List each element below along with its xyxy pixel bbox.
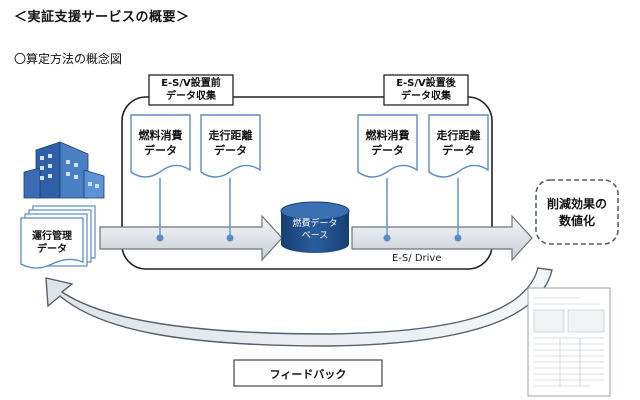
phase-before-line2: データ収集 [166, 91, 216, 102]
distance-before-line2: データ [214, 144, 247, 157]
fuel-after-line2: データ [371, 144, 404, 157]
page-title: ＜実証支援サービスの概要＞ [14, 10, 190, 25]
drive-label: E-S/ Drive [392, 253, 442, 264]
operations-data-stack [20, 205, 96, 269]
distance-data-before-label: 走行距離 データ [201, 128, 260, 158]
fuel-after-line1: 燃料消費 [365, 129, 410, 142]
connector-dot [156, 234, 164, 242]
distance-after-line1: 走行距離 [436, 129, 481, 142]
reduction-line1: 削減効果の [546, 197, 607, 211]
distance-data-after-label: 走行距離 データ [429, 128, 488, 158]
distance-after-line2: データ [442, 144, 475, 157]
office-building-icon [23, 141, 105, 199]
distance-before-line1: 走行距離 [208, 129, 253, 142]
feedback-box [233, 359, 383, 387]
fuel-before-line2: データ [144, 144, 177, 157]
phase-after-box [383, 74, 469, 106]
operations-data-label: 運行管理 データ [21, 230, 83, 256]
feedback-arrow [45, 267, 553, 347]
connector-dot [226, 234, 234, 242]
fuel-data-before-label: 燃料消費 データ [131, 128, 190, 158]
database-line1: 燃費データ [292, 219, 338, 229]
document-distance-after [428, 114, 489, 178]
phase-before-box [148, 74, 234, 106]
phase-after-label: E-S/V設置後 データ収集 [384, 77, 468, 103]
report-document-thumbnail [527, 287, 611, 397]
phase-before-line1: E-S/V設置前 [161, 78, 221, 89]
document-fuel-before [130, 114, 191, 178]
operations-line2: データ [37, 244, 67, 255]
fuel-data-after-label: 燃料消費 データ [358, 128, 417, 158]
fuel-before-line1: 燃料消費 [138, 129, 183, 142]
reduction-line2: 数値化 [558, 214, 595, 228]
feedback-label: フィードバック [269, 368, 347, 381]
database-label: 燃費データ ベース [283, 218, 347, 242]
phase-before-label: E-S/V設置前 データ収集 [149, 77, 233, 103]
reduction-box [535, 179, 619, 245]
diagram-subtitle: 〇算定方法の概念図 [14, 52, 123, 66]
reduction-label: 削減効果の 数値化 [536, 196, 618, 230]
flow-arrow-right [351, 214, 533, 262]
connector-dot [383, 234, 391, 242]
phase-after-line2: データ収集 [401, 91, 451, 102]
database-line2: ベース [301, 231, 329, 241]
connector-dot [454, 234, 462, 242]
phase-after-line1: E-S/V設置後 [396, 78, 456, 89]
fuel-database-cylinder [280, 201, 350, 253]
flow-arrow-left [99, 214, 283, 262]
document-fuel-after [357, 114, 418, 178]
document-distance-before [200, 114, 261, 178]
operations-line1: 運行管理 [32, 231, 72, 242]
collection-container [121, 96, 493, 270]
